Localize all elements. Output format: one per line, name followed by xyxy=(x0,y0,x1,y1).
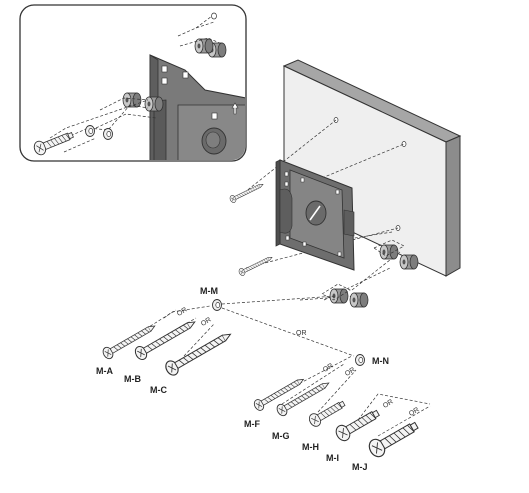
label-m-i: M-I xyxy=(326,453,339,463)
spacer-icon xyxy=(379,244,399,260)
screw-icon xyxy=(306,397,348,429)
spacer-icon xyxy=(144,96,164,112)
inset-guides xyxy=(47,15,223,153)
spacer-icon xyxy=(194,38,214,54)
screw-icon xyxy=(365,416,422,461)
spacer-icon xyxy=(399,254,419,270)
washer-icon xyxy=(211,12,217,20)
washer-icon xyxy=(355,354,365,366)
screw-icon xyxy=(237,253,275,277)
spacer-icon xyxy=(122,92,142,108)
option-guides xyxy=(111,295,431,437)
inset-detail xyxy=(19,4,247,162)
label-m-h: M-H xyxy=(302,442,319,452)
label-m-n: M-N xyxy=(372,356,389,366)
mounting-plate-icon xyxy=(275,159,355,271)
label-m-b: M-B xyxy=(124,374,141,384)
up-arrow-icon xyxy=(231,102,239,115)
spacer-option-boxes xyxy=(321,239,405,301)
label-m-g: M-G xyxy=(272,431,290,441)
label-m-f: M-F xyxy=(244,419,260,429)
wall xyxy=(282,59,462,277)
label-m-a: M-A xyxy=(96,366,113,376)
washer-icon xyxy=(212,299,222,311)
spacer-icon xyxy=(349,292,369,308)
label-m-j: M-J xyxy=(352,462,368,472)
screw-icon xyxy=(100,320,159,361)
label-m-m: M-M xyxy=(200,286,218,296)
screw-icon xyxy=(332,405,383,444)
or-marker: OR xyxy=(296,330,307,337)
washer-icon xyxy=(85,125,95,137)
label-m-c: M-C xyxy=(150,385,167,395)
washer-icon xyxy=(103,128,113,140)
screw-icon xyxy=(228,180,266,204)
